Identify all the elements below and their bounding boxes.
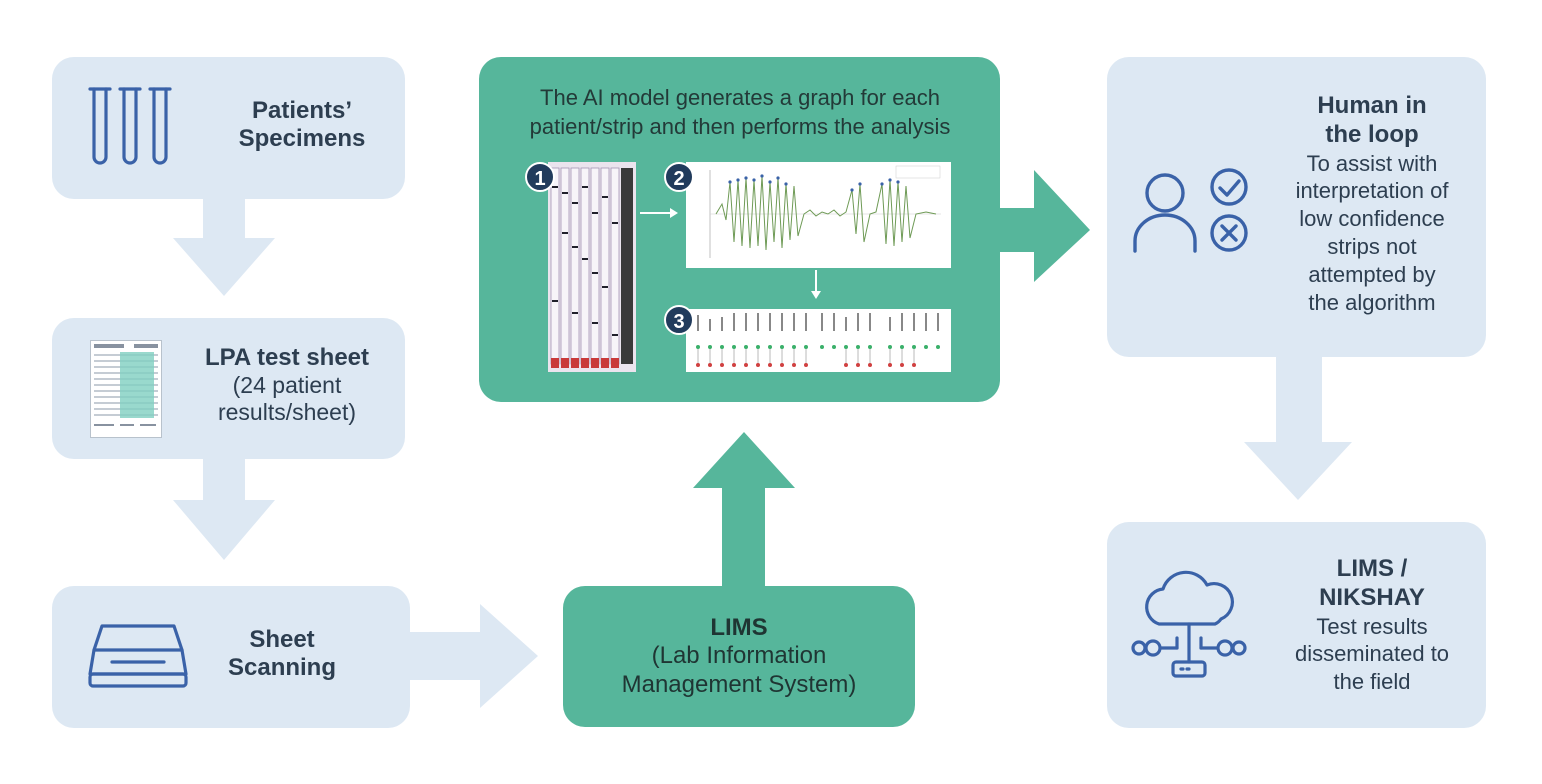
sheet-thumbnail-icon bbox=[90, 340, 162, 438]
lpa-title: LPA test sheet bbox=[204, 344, 370, 371]
human-desc-line5: attempted by bbox=[1308, 262, 1436, 288]
lpa-desc-line1: (24 patient bbox=[232, 372, 342, 399]
arrow-specimens-to-lpa bbox=[173, 198, 275, 296]
nikshay-desc-line3: the field bbox=[1333, 669, 1411, 695]
lims-box: LIMS (Lab Information Management System) bbox=[563, 586, 915, 727]
strip-image bbox=[548, 162, 636, 372]
ai-desc-line2: patient/strip and then performs the anal… bbox=[529, 113, 951, 139]
nikshay-box: LIMS / NIKSHAY Test results disseminated… bbox=[1107, 522, 1486, 728]
scanner-icon bbox=[88, 624, 188, 688]
specimens-title-line2: Specimens bbox=[238, 125, 366, 153]
arrow-human-to-nikshay bbox=[1244, 356, 1352, 500]
human-title-line2: the loop bbox=[1325, 121, 1419, 149]
nikshay-desc-line1: Test results bbox=[1316, 613, 1428, 639]
human-loop-box: Human in the loop To assist with interpr… bbox=[1107, 57, 1486, 357]
step-badge-3: 3 bbox=[664, 305, 694, 335]
arrow-lims-to-ai bbox=[693, 432, 795, 588]
lpa-desc-line2: results/sheet) bbox=[217, 399, 357, 426]
arrow-ai-to-human bbox=[998, 170, 1090, 282]
human-desc-line2: interpretation of bbox=[1295, 178, 1449, 204]
lims-desc-line2: Management System) bbox=[621, 670, 857, 698]
step-badge-1: 1 bbox=[525, 162, 555, 192]
scanning-title-line1: Sheet bbox=[249, 626, 315, 653]
nikshay-title-line2: NIKSHAY bbox=[1319, 584, 1425, 612]
human-title-line1: Human in bbox=[1317, 92, 1427, 119]
human-desc-line1: To assist with bbox=[1306, 150, 1438, 176]
nikshay-desc-line2: disseminated to bbox=[1294, 641, 1450, 667]
step-badge-2: 2 bbox=[664, 162, 694, 192]
arrow-lpa-to-scanning bbox=[173, 458, 275, 560]
human-desc-line3: low confidence bbox=[1299, 206, 1445, 232]
results-panel bbox=[686, 309, 951, 372]
strip-image-panel bbox=[548, 162, 636, 372]
specimens-title-line1: Patients’ bbox=[251, 97, 353, 124]
human-desc-line4: strips not bbox=[1327, 234, 1417, 260]
human-desc-line6: the algorithm bbox=[1308, 290, 1436, 316]
arrow-scanning-to-lims bbox=[408, 604, 538, 708]
specimens-box: Patients’ Specimens bbox=[52, 57, 405, 199]
nikshay-title-line1: LIMS / bbox=[1336, 555, 1408, 582]
ai-desc-line1: The AI model generates a graph for each bbox=[540, 85, 940, 110]
test-tubes-icon bbox=[88, 87, 172, 165]
signal-graph bbox=[709, 165, 941, 258]
results-chart bbox=[696, 313, 940, 367]
scanning-box: Sheet Scanning bbox=[52, 586, 410, 728]
lims-title: LIMS bbox=[710, 614, 768, 641]
lpa-sheet-box: LPA test sheet (24 patient results/sheet… bbox=[52, 318, 405, 459]
scanning-title-line2: Scanning bbox=[227, 654, 336, 682]
lims-desc-line1: (Lab Information bbox=[651, 642, 827, 670]
signal-graph-panel bbox=[686, 162, 951, 268]
cloud-network-icon bbox=[1131, 570, 1247, 678]
person-check-cross-icon bbox=[1133, 168, 1248, 253]
